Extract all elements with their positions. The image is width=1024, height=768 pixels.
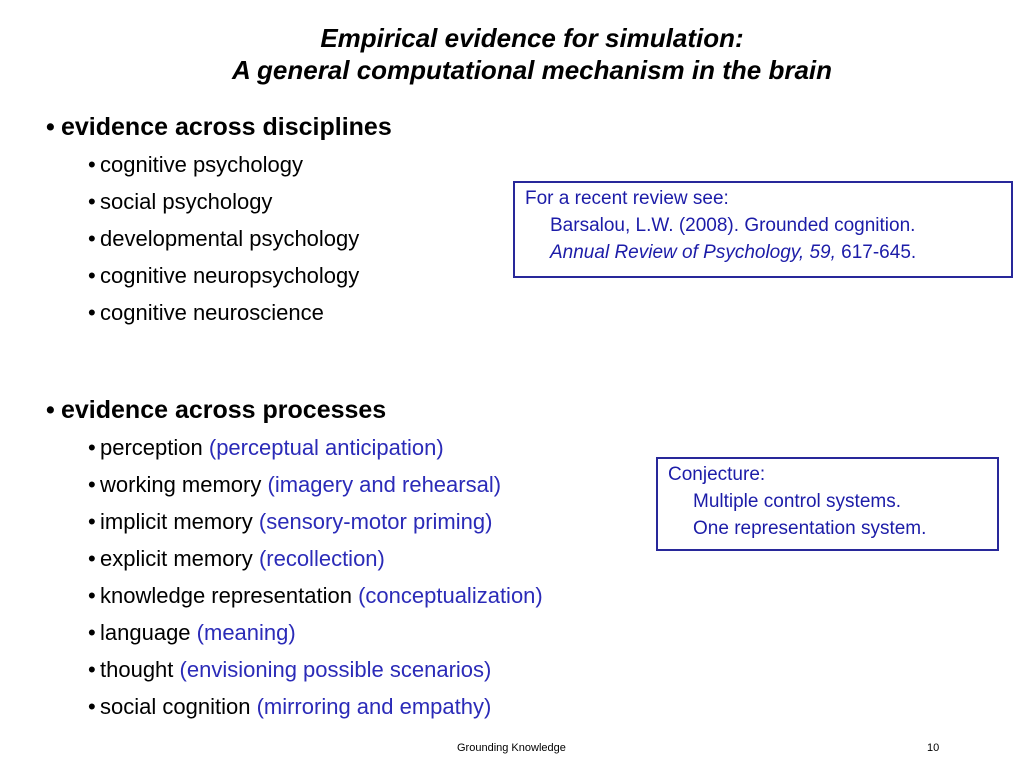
list-item: •cognitive psychology	[46, 146, 392, 183]
title-line-1: Empirical evidence for simulation:	[320, 23, 744, 53]
disciplines-section: •evidence across disciplines •cognitive …	[46, 112, 392, 331]
bullet-icon: •	[88, 226, 96, 251]
processes-section: •evidence across processes •perception (…	[46, 395, 543, 725]
review-box-citation: Barsalou, L.W. (2008). Grounded cognitio…	[550, 215, 916, 236]
list-item-label: social cognition	[100, 694, 251, 719]
list-item-label: cognitive psychology	[100, 152, 304, 177]
list-item: •thought (envisioning possible scenarios…	[46, 651, 543, 688]
review-box-journal-line: Annual Review of Psychology, 59, 617-645…	[525, 239, 1001, 266]
review-reference-box: For a recent review see: Barsalou, L.W. …	[513, 181, 1013, 278]
bullet-icon: •	[88, 435, 96, 460]
list-item-label: thought	[100, 657, 174, 682]
list-item-label: social psychology	[100, 189, 273, 214]
list-item-label: working memory	[100, 472, 262, 497]
conjecture-box: Conjecture: Multiple control systems. On…	[656, 457, 999, 551]
list-item: •implicit memory (sensory-motor priming)	[46, 503, 543, 540]
list-item-label: perception	[100, 435, 203, 460]
list-item: •explicit memory (recollection)	[46, 540, 543, 577]
list-item-note: (mirroring and empathy)	[256, 694, 492, 719]
list-item-note: (recollection)	[258, 546, 385, 571]
list-item-label: cognitive neuropsychology	[100, 263, 360, 288]
bullet-icon: •	[88, 472, 96, 497]
title-line-2: A general computational mechanism in the…	[231, 55, 833, 85]
bullet-icon: •	[88, 263, 96, 288]
list-item-note: (meaning)	[196, 620, 296, 645]
bullet-icon: •	[88, 583, 96, 608]
processes-heading: •evidence across processes	[46, 396, 387, 424]
bullet-icon: •	[88, 300, 96, 325]
list-item: •language (meaning)	[46, 614, 543, 651]
list-item: •cognitive neuroscience	[46, 294, 392, 331]
footer-page-number: 10	[927, 742, 940, 754]
bullet-icon: •	[88, 509, 96, 534]
footer-title: Grounding Knowledge	[457, 742, 566, 754]
review-box-pages: 617-645.	[835, 242, 917, 263]
review-box-intro: For a recent review see:	[525, 188, 729, 209]
list-item-label: explicit memory	[100, 546, 253, 571]
list-item: •social cognition (mirroring and empathy…	[46, 688, 543, 725]
list-item: •social psychology	[46, 183, 392, 220]
list-item: •knowledge representation (conceptualiza…	[46, 577, 543, 614]
bullet-icon: •	[88, 694, 96, 719]
bullet-icon: •	[88, 620, 96, 645]
bullet-icon: •	[46, 396, 55, 424]
list-item: •perception (perceptual anticipation)	[46, 429, 543, 466]
list-item: •developmental psychology	[46, 220, 392, 257]
slide-title: Empirical evidence for simulation: A gen…	[0, 22, 1024, 86]
review-box-journal: Annual Review of Psychology, 59,	[550, 242, 836, 263]
list-item: •cognitive neuropsychology	[46, 257, 392, 294]
list-item-note: (perceptual anticipation)	[208, 435, 444, 460]
processes-list: •perception (perceptual anticipation)•wo…	[46, 429, 543, 725]
bullet-icon: •	[88, 152, 96, 177]
bullet-icon: •	[88, 657, 96, 682]
disciplines-list: •cognitive psychology•social psychology•…	[46, 146, 392, 331]
list-item-label: knowledge representation	[100, 583, 352, 608]
bullet-icon: •	[88, 546, 96, 571]
conjecture-box-heading: Conjecture:	[668, 464, 766, 485]
list-item-label: developmental psychology	[100, 226, 360, 251]
list-item-note: (conceptualization)	[358, 583, 543, 608]
list-item-note: (imagery and rehearsal)	[267, 472, 502, 497]
bullet-icon: •	[46, 113, 55, 141]
conjecture-box-line-3: One representation system.	[693, 518, 927, 539]
conjecture-box-line-2: Multiple control systems.	[693, 491, 902, 512]
disciplines-heading: •evidence across disciplines	[46, 113, 392, 141]
list-item-label: language	[100, 620, 191, 645]
list-item-label: implicit memory	[100, 509, 253, 534]
list-item-note: (sensory-motor priming)	[258, 509, 493, 534]
list-item-label: cognitive neuroscience	[100, 300, 324, 325]
list-item: •working memory (imagery and rehearsal)	[46, 466, 543, 503]
list-item-note: (envisioning possible scenarios)	[179, 657, 492, 682]
bullet-icon: •	[88, 189, 96, 214]
